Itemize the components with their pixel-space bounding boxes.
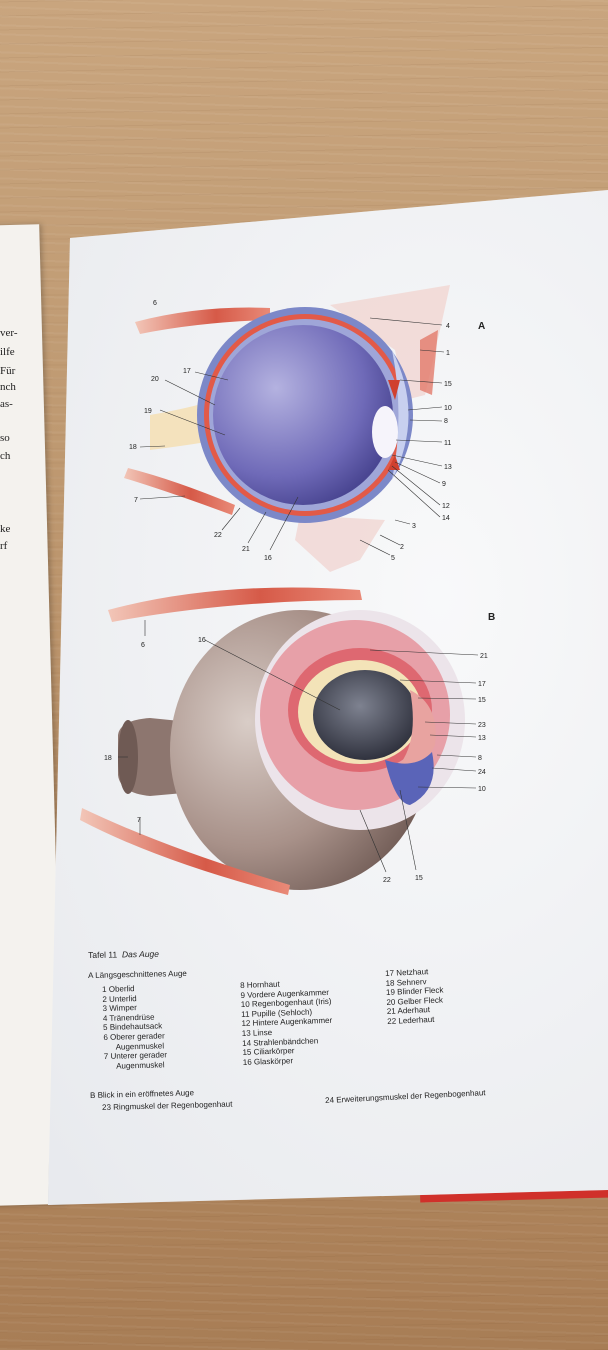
label-a-10: 10 [444,405,452,412]
left-page-fragment: ke [0,523,11,535]
legend-column-3: 17 Netzhaut 18 Sehnerv 19 Blinder Fleck … [385,966,445,1026]
label-a-22: 22 [214,532,222,539]
label-a-9: 9 [442,481,446,488]
left-page-fragment: ilfe [0,346,15,358]
vitreous-body [213,325,393,505]
label-a-3: 3 [412,523,416,530]
label-b-8: 8 [478,755,482,762]
label-b-18: 18 [104,755,112,762]
label-a-7: 7 [134,497,138,504]
label-b-22: 22 [383,877,391,884]
label-b-17: 17 [478,681,486,688]
cornea [392,350,409,480]
figure-b-labels: B 6 16 21 17 15 23 13 18 8 24 10 7 22 15 [104,612,495,884]
label-a-18: 18 [129,444,137,451]
label-b-16: 16 [198,637,206,644]
inferior-rectus-muscle-b [80,808,290,895]
figure-a-cross-section [124,285,450,572]
plate-number: Tafel 11 [87,949,118,960]
iris-lower [388,455,400,470]
figure-a-labels: A 6 4 1 17 20 15 10 8 19 11 18 13 9 12 1… [129,300,485,562]
ciliary-body [395,690,436,771]
panel-a-letter: A [478,321,485,332]
label-a-17: 17 [183,368,191,375]
vitreous-body-b [313,670,417,760]
label-a-8: 8 [444,418,448,425]
lacrimal-gland [420,330,438,395]
label-a-20: 20 [151,376,159,383]
label-b-13: 13 [478,735,486,742]
label-a-14: 14 [442,515,450,522]
label-a-5: 5 [391,555,395,562]
label-b-21: 21 [480,653,488,660]
label-b-7: 7 [137,817,141,824]
label-a-2: 2 [400,544,404,551]
label-a-19: 19 [144,408,152,415]
label-a-15: 15 [444,381,452,388]
label-a-11: 11 [444,440,451,447]
label-a-16: 16 [264,555,272,562]
label-a-1: 1 [446,350,450,357]
superior-rectus-muscle [135,307,270,334]
left-page-fragment: Für [0,365,16,377]
figure-b-opened-eye [80,587,465,895]
inferior-rectus-muscle [124,468,235,515]
lower-lid-region [295,515,385,572]
left-page-fragment: ver- [0,327,18,339]
label-a-6: 6 [153,300,157,307]
legend-column-2: 8 Hornhaut 9 Vordere Augenkammer 10 Rege… [240,978,334,1067]
iris-upper [388,380,400,400]
label-a-13: 13 [444,464,452,471]
left-page-fragment: nch [0,381,16,393]
figure-b-leader-lines [118,620,479,873]
label-b-10: 10 [478,786,486,793]
panel-b-letter: B [488,612,495,623]
label-a-4: 4 [446,323,450,330]
label-b-15-lower: 15 [415,875,423,882]
label-b-15: 15 [478,697,486,704]
left-page-fragment: so [0,432,10,444]
superior-rectus-muscle-b [108,587,362,622]
iris-section [385,752,434,805]
label-b-23: 23 [478,722,486,729]
caption-title-row: Tafel 11 Das Auge [87,948,160,960]
left-page-fragment: rf [0,540,8,552]
left-page-fragment: ch [0,450,11,462]
figure-a-leader-lines [139,317,445,556]
label-b-24: 24 [478,769,486,776]
legend-column-1: 1 Oberlid 2 Unterlid 3 Wimper 4 Tränendr… [102,983,167,1071]
lens [372,406,398,458]
left-page-fragment: as- [0,398,13,410]
label-b-6: 6 [141,642,145,649]
legend-item: Augenmuskel [116,1060,165,1071]
label-a-12: 12 [442,503,450,510]
label-a-21: 21 [242,546,250,553]
plate-title: Das Auge [121,948,160,960]
